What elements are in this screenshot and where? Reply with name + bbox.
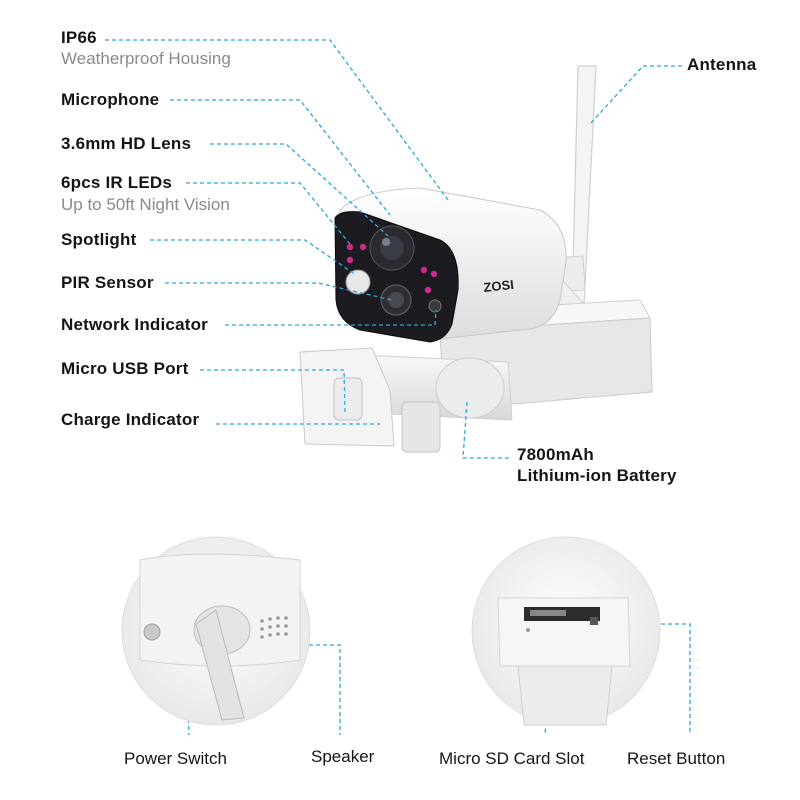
speaker-icon <box>260 616 288 639</box>
microphone-label: Microphone <box>61 90 160 109</box>
sd-slot-label: Micro SD Card Slot <box>439 749 585 768</box>
battery-label-capacity: 7800mAh <box>517 445 594 464</box>
power-switch-icon <box>143 623 161 641</box>
reset-button-icon <box>590 617 598 625</box>
network-indicator-label: Network Indicator <box>61 315 208 334</box>
speaker-label: Speaker <box>311 747 375 766</box>
lens-label: 3.6mm HD Lens <box>61 134 192 153</box>
camera-body: ZOSI <box>334 187 567 343</box>
ip66-sublabel: Weatherproof Housing <box>61 49 231 68</box>
detail-circle-right <box>471 536 661 726</box>
battery-label-type: Lithium-ion Battery <box>517 466 677 485</box>
battery <box>299 347 513 453</box>
ip66-label: IP66 <box>61 28 97 47</box>
charge-indicator-label: Charge Indicator <box>61 410 200 429</box>
micro-usb-label: Micro USB Port <box>61 359 189 378</box>
reset-button-label: Reset Button <box>627 749 726 768</box>
ir-leds-sublabel: Up to 50ft Night Vision <box>61 195 230 214</box>
pir-sensor-label: PIR Sensor <box>61 273 154 292</box>
antenna-label: Antenna <box>687 55 757 74</box>
power-switch-label: Power Switch <box>124 749 227 768</box>
ir-leds-label: 6pcs IR LEDs <box>61 173 173 192</box>
detail-circle-left <box>121 536 311 726</box>
brand-logo: ZOSI <box>483 277 515 295</box>
spotlight-label: Spotlight <box>61 230 137 249</box>
